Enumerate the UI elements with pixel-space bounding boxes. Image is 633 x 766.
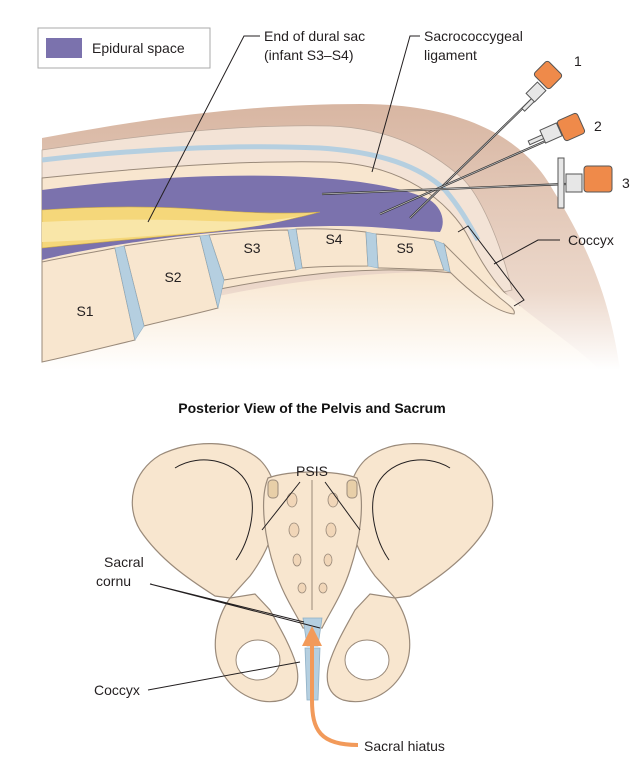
dural-sac-label-line1: End of dural sac: [264, 28, 365, 44]
sacral-cornu-label-line2: cornu: [96, 573, 131, 589]
segment-label-s2: S2: [164, 269, 181, 285]
needle-1: [409, 60, 563, 219]
dural-sac-inner: [42, 216, 300, 242]
segment-label-s3: S3: [243, 240, 260, 256]
vertebral-bodies: [41, 228, 515, 363]
legend: Epidural space: [37, 27, 211, 69]
right-psis: [346, 479, 358, 499]
needle-label-2: 2: [594, 118, 602, 134]
sacral-hiatus-arrow: [310, 640, 359, 747]
dural-sac-leader: [147, 35, 260, 223]
coccyx-bone: [443, 242, 515, 315]
disc: [199, 234, 225, 309]
needle-label-3: 3: [622, 175, 630, 191]
psis-leader-left: [261, 481, 301, 531]
disc: [365, 231, 379, 269]
left-ilium: [131, 443, 278, 599]
pelvic-soft-tissue: [42, 272, 600, 370]
dural-sac-label-line2: (infant S3–S4): [264, 47, 354, 63]
sacrococcygeal-ligament: [41, 144, 481, 242]
disc: [287, 228, 303, 271]
needle-3: [321, 157, 613, 209]
legend-label: Epidural space: [92, 40, 185, 56]
segment-label-s1: S1: [76, 303, 93, 319]
coccyx-bottom-label: Coccyx: [94, 682, 140, 698]
right-ilium-contour: [372, 459, 451, 561]
pelvis-posterior-view: PSIS Sacral cornu Coccyx Sacral hiatus: [94, 443, 494, 754]
sacral-hiatus-arrowhead: [302, 626, 322, 646]
left-ilium-contour: [174, 459, 253, 561]
coccyx-bottom-leader: [147, 661, 301, 691]
legend-swatch-epidural: [46, 38, 82, 58]
needle-label-1: 1: [574, 53, 582, 69]
sacral-cornu-label-line1: Sacral: [104, 554, 144, 570]
right-obturator-foramen: [344, 639, 390, 681]
needle-2: [379, 112, 586, 216]
psis-leader-right: [324, 481, 361, 531]
segment-label-s4: S4: [325, 231, 342, 247]
coccyx-label: Coccyx: [568, 232, 614, 248]
ligament-leader: [371, 35, 420, 173]
sagittal-view: S1 S2 S3 S4 S5 Coccyx: [37, 27, 630, 370]
segment-label-s5: S5: [396, 240, 413, 256]
bottom-title: Posterior View of the Pelvis and Sacrum: [178, 400, 445, 416]
ligament-label-line2: ligament: [424, 47, 477, 63]
psis-label: PSIS: [296, 463, 328, 479]
needles: 1 2 3: [321, 53, 630, 219]
sacral-hiatus-label: Sacral hiatus: [364, 738, 445, 754]
sacral-cornu-leader: [149, 583, 321, 629]
disc: [433, 239, 451, 273]
left-psis: [267, 479, 279, 499]
ligament-label-line1: Sacrococcygeal: [424, 28, 523, 44]
coccyx-leader: [493, 239, 560, 265]
left-obturator-foramen: [235, 639, 281, 681]
disc: [114, 245, 145, 341]
right-ilium: [347, 443, 494, 599]
